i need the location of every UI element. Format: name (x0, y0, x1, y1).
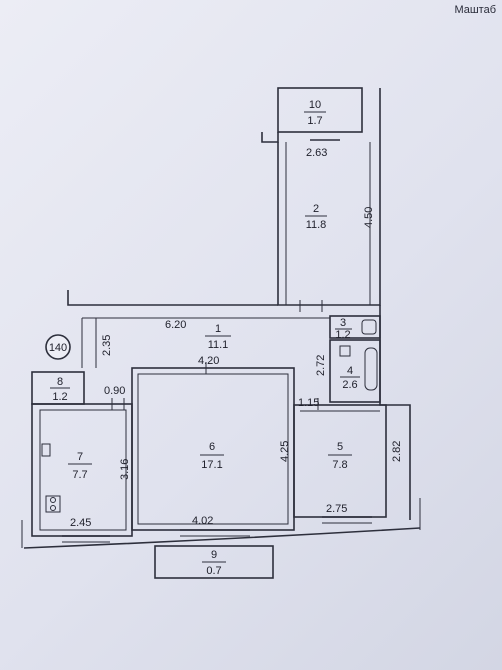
dimension-room7-height: 3.16 (119, 459, 131, 480)
room-number: 1 (215, 323, 221, 335)
balcony-10-outline (277, 87, 363, 133)
room-number: 9 (211, 549, 217, 561)
room-2-label: 2 11.8 (305, 203, 327, 231)
dimension-hall-length: 6.20 (165, 319, 186, 331)
dimension-room2-width: 2.63 (306, 147, 327, 159)
room-area: 1.2 (52, 391, 67, 403)
room-area: 11.1 (208, 339, 229, 351)
room-number: 4 (347, 365, 353, 377)
dimension-room7-bottom: 2.45 (70, 517, 91, 529)
room-area: 2.6 (342, 379, 357, 391)
dimension-room2-length: 4.50 (363, 207, 375, 228)
dimension-room5-top: 1.15 (298, 397, 319, 409)
room-number: 3 (340, 317, 346, 329)
room-8-label: 8 1.2 (50, 376, 70, 403)
room-6-label: 6 17.1 (200, 441, 224, 471)
room-number: 5 (337, 441, 343, 453)
dimension-room8-width: 0.90 (104, 385, 125, 397)
toilet-icon (361, 319, 377, 335)
balcony-9-label: 9 0.7 (202, 549, 226, 577)
room-number: 10 (309, 99, 321, 111)
sink-icon (339, 345, 351, 357)
dimension-room6-top: 4.20 (198, 355, 219, 367)
room-7-inner (39, 409, 127, 531)
facade-curve (23, 527, 421, 549)
outer-right-wall (379, 305, 411, 520)
room-2-walls (277, 88, 381, 306)
room-7-label: 7 7.7 (68, 451, 92, 481)
room-3-outline (329, 315, 381, 339)
room-10-label: 10 1.7 (304, 99, 326, 127)
room-area: 11.8 (306, 219, 327, 231)
bathtub-icon (364, 347, 378, 391)
hall-top-wall (67, 290, 278, 306)
burner-icon (50, 497, 56, 503)
balcony-9-outline (154, 545, 274, 579)
room-area: 1.7 (307, 115, 322, 127)
plan-badge-circle (45, 334, 71, 360)
dimension-hall-width: 2.35 (101, 335, 113, 356)
dimension-room5-height: 2.82 (391, 441, 403, 462)
room-area: 1.2 (335, 329, 350, 341)
room-area: 17.1 (201, 459, 222, 471)
room-area: 7.7 (72, 469, 87, 481)
room-number: 7 (77, 451, 83, 463)
dimension-room5-bottom: 2.75 (326, 503, 347, 515)
plan-badge-label: 140 (49, 342, 67, 354)
burner-icon (50, 505, 56, 511)
dimension-room6-height: 4.25 (279, 441, 291, 462)
room-4-label: 4 2.6 (340, 365, 360, 391)
room-area: 0.7 (206, 565, 221, 577)
room-1-label: 1 11.1 (205, 323, 231, 351)
scale-label: Маштаб (454, 4, 496, 16)
room-5-label: 5 7.8 (328, 441, 352, 471)
stove-icon (45, 495, 61, 513)
room-number: 8 (57, 376, 63, 388)
room-number: 2 (313, 203, 319, 215)
room-6-inner (137, 373, 289, 525)
room-3-label: 3 1.2 (335, 317, 352, 341)
room-4-outline (329, 339, 381, 403)
room-2-notch (261, 132, 279, 143)
room-area: 7.8 (332, 459, 347, 471)
dimension-room6-bottom: 4.02 (192, 515, 213, 527)
dimension-bath-length: 2.72 (315, 355, 327, 376)
room-number: 6 (209, 441, 215, 453)
sink-icon (41, 443, 51, 457)
